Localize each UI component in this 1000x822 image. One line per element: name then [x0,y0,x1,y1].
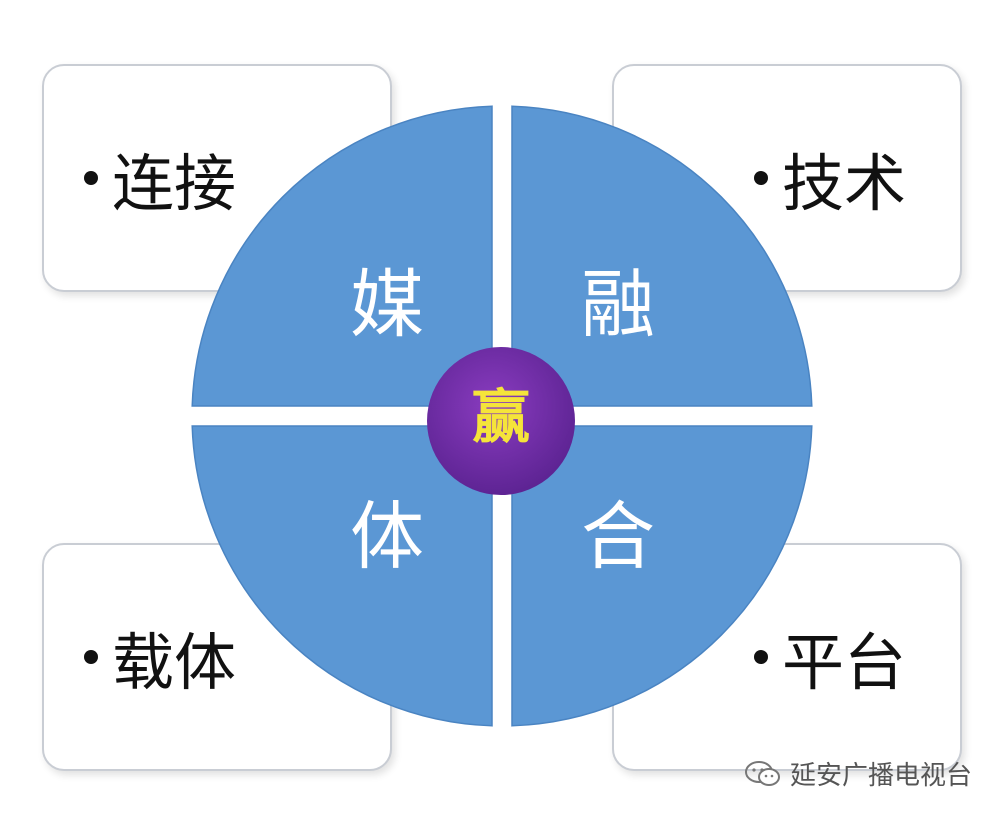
bullet-icon [754,650,768,664]
card-bottom-right-label: 平台 [782,626,907,699]
card-top-right-label: 技术 [782,147,907,220]
quadrant-bottom-right [511,425,813,727]
card-top-left-label: 连接 [112,147,237,220]
bullet-icon [754,171,768,185]
wechat-icon [744,760,780,786]
quadrant-bottom-right-label: 合 [581,494,655,580]
quadrant-bottom-left [191,425,493,727]
center-label: 赢 [471,383,530,451]
quadrant-bottom-left-label: 体 [350,494,424,580]
center-circle [427,347,575,495]
bullet-icon [84,171,98,185]
bullet-icon [84,650,98,664]
watermark-text: 延安广播电视台 [789,761,972,791]
quadrant-top-left-label: 媒 [350,262,424,348]
card-bottom-left-label: 载体 [112,626,237,699]
quadrant-top-left [191,105,493,407]
quadrant-top-right [511,105,813,407]
quadrant-top-right-label: 融 [581,262,655,348]
watermark: 延安广播电视台 [744,755,972,792]
